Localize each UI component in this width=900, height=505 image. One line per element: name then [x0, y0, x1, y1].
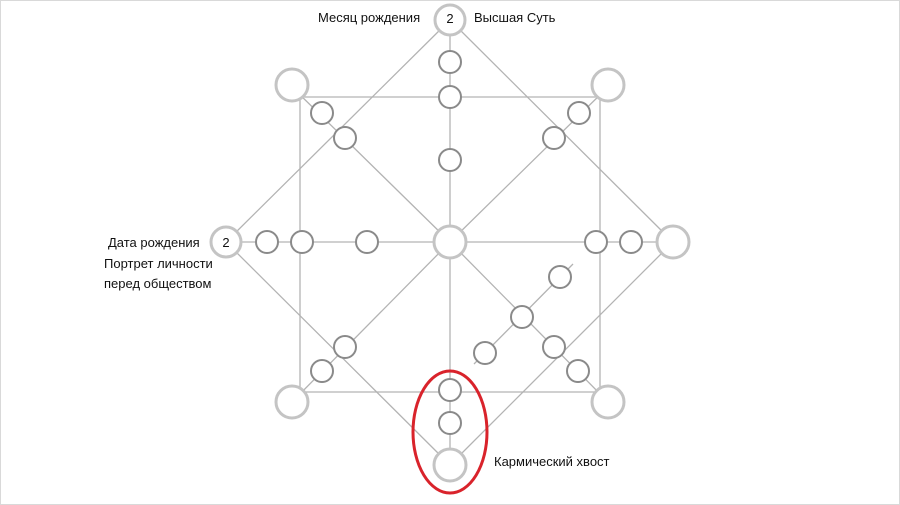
- node-bl-inner-1: [333, 335, 357, 359]
- node-bottom-inner-2: [438, 411, 462, 435]
- top-node-value: 2: [446, 11, 453, 26]
- node-top: [433, 3, 467, 37]
- node-bottom-inner-1: [438, 378, 462, 402]
- node-love-line-2: [510, 305, 534, 329]
- node-tr-inner-2: [542, 126, 566, 150]
- node-bl-inner-2: [310, 359, 334, 383]
- node-love-line-3: [473, 341, 497, 365]
- node-corner-bottom-right: [590, 384, 626, 420]
- node-left: [209, 225, 243, 259]
- node-br-inner-1: [542, 335, 566, 359]
- node-tl-inner-2: [333, 126, 357, 150]
- node-top-inner-1: [438, 50, 462, 74]
- node-corner-top-right: [590, 67, 626, 103]
- node-love-line-1: [548, 265, 572, 289]
- portrait-label-line1: Портрет личности: [104, 256, 213, 271]
- node-right-inner-2: [619, 230, 643, 254]
- node-right: [655, 224, 691, 260]
- node-left-inner-2: [290, 230, 314, 254]
- portrait-label-line2: перед обществом: [104, 276, 212, 291]
- node-tl-inner-1: [310, 101, 334, 125]
- karmic-tail-label: Кармический хвост: [494, 454, 610, 469]
- month-of-birth-label: Месяц рождения: [318, 10, 421, 25]
- date-of-birth-label: Дата рождения: [108, 235, 200, 250]
- node-center: [432, 224, 468, 260]
- node-tr-inner-1: [567, 101, 591, 125]
- node-left-inner-1: [255, 230, 279, 254]
- left-node-value: 2: [222, 235, 229, 250]
- node-top-inner-2: [438, 85, 462, 109]
- higher-essence-label: Высшая Суть: [474, 10, 556, 25]
- node-right-inner-1: [584, 230, 608, 254]
- matrix-nodes: [209, 3, 691, 483]
- node-br-inner-2: [566, 359, 590, 383]
- node-left-inner-3: [355, 230, 379, 254]
- node-top-inner-3: [438, 148, 462, 172]
- node-bottom: [432, 447, 468, 483]
- karmic-tail-highlight: [411, 369, 489, 495]
- node-corner-bottom-left: [274, 384, 310, 420]
- node-corner-top-left: [274, 67, 310, 103]
